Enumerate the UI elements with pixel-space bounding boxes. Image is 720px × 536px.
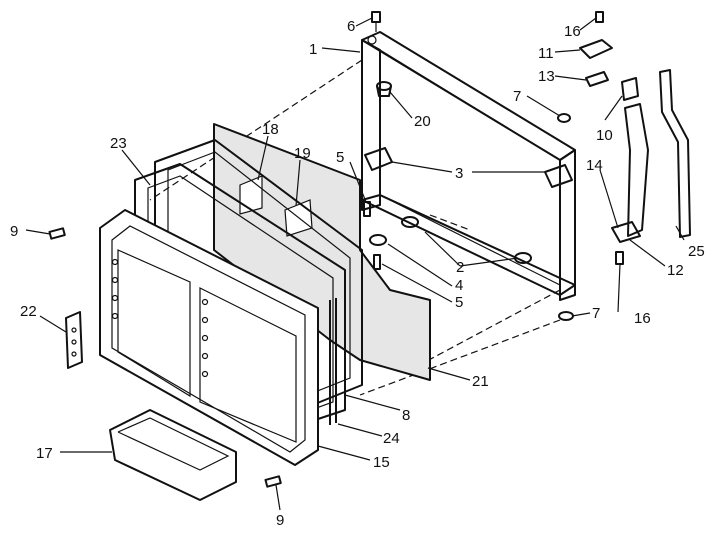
door-liner-part <box>99 209 319 466</box>
callout-3: 3 <box>455 165 463 182</box>
callout-16b: 16 <box>634 310 651 327</box>
callout-9b: 9 <box>276 512 284 529</box>
door-frame-part <box>361 31 576 301</box>
breaker-strip-part <box>329 298 337 425</box>
handle-trim-part <box>659 69 691 238</box>
callout-4: 4 <box>455 277 463 294</box>
callout-18: 18 <box>262 121 279 138</box>
callout-25: 25 <box>688 243 705 260</box>
callout-5a: 5 <box>336 149 344 166</box>
callout-1: 1 <box>309 41 317 58</box>
callout-13: 13 <box>538 68 555 85</box>
top-hinge-assembly <box>579 11 613 87</box>
shelf-bin-part <box>109 409 237 501</box>
callout-14: 14 <box>586 157 603 174</box>
hinge-bracket-parts <box>364 147 573 188</box>
callout-20: 20 <box>414 113 431 130</box>
callout-7a: 7 <box>513 88 521 105</box>
callout-12: 12 <box>667 262 684 279</box>
callout-7b: 7 <box>592 305 600 322</box>
callout-5b: 5 <box>455 294 463 311</box>
callout-6: 6 <box>347 18 355 35</box>
callout-23: 23 <box>110 135 127 152</box>
callout-21: 21 <box>472 373 489 390</box>
callout-9a: 9 <box>10 223 18 240</box>
callout-11: 11 <box>538 45 554 62</box>
assembly-lines <box>149 59 561 396</box>
callout-24: 24 <box>383 430 400 447</box>
callout-17: 17 <box>36 445 53 462</box>
callout-10: 10 <box>596 127 613 144</box>
callout-19: 19 <box>294 145 311 162</box>
callout-labels: 1 2 3 4 5 5 6 7 7 8 9 9 10 11 12 13 14 1… <box>10 18 705 529</box>
leader-lines <box>25 17 685 511</box>
callout-8: 8 <box>402 407 410 424</box>
callout-2: 2 <box>456 259 464 276</box>
shelf-bracket-part <box>65 311 83 369</box>
top-screw <box>371 11 381 32</box>
hinge-cover-part <box>621 77 639 101</box>
callout-22: 22 <box>20 303 37 320</box>
door-stop-part <box>376 81 392 97</box>
callout-16a: 16 <box>564 23 581 40</box>
side-screws <box>48 227 282 488</box>
washer-and-screws <box>363 201 387 270</box>
callout-15: 15 <box>373 454 390 471</box>
